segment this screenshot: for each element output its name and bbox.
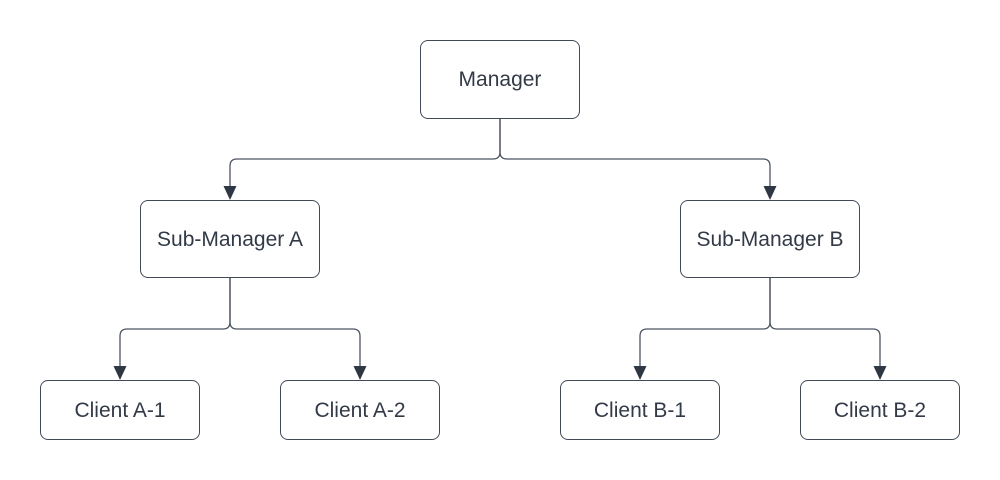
node-label: Sub-Manager B [696,227,844,251]
edge-sub-manager-a-to-client-a-2 [229,278,361,367]
arrowhead-icon [353,366,367,380]
node-sub-manager-b: Sub-Manager B [680,200,860,278]
edge-sub-manager-a-to-client-a-1 [119,278,231,367]
arrowhead-icon [633,366,647,380]
node-label: Sub-Manager A [157,227,303,251]
node-label: Client A-1 [74,398,166,422]
arrowhead-icon [763,186,777,200]
edge-manager-to-sub-manager-a [229,119,501,187]
node-sub-manager-a: Sub-Manager A [140,200,320,278]
edge-sub-manager-b-to-client-b-2 [769,278,881,367]
node-label: Manager [458,68,542,91]
node-client-b-1: Client B-1 [560,380,720,440]
node-client-a-2: Client A-2 [280,380,440,440]
node-label: Client B-1 [593,398,687,422]
node-label: Client B-2 [833,398,927,422]
arrowhead-icon [113,366,127,380]
node-client-b-2: Client B-2 [800,380,960,440]
node-label: Client A-2 [314,398,406,422]
arrowhead-icon [873,366,887,380]
edge-manager-to-sub-manager-b [499,119,771,187]
edge-sub-manager-b-to-client-b-1 [639,278,771,367]
node-manager: Manager [420,40,580,119]
node-client-a-1: Client A-1 [40,380,200,440]
arrowhead-icon [223,186,237,200]
